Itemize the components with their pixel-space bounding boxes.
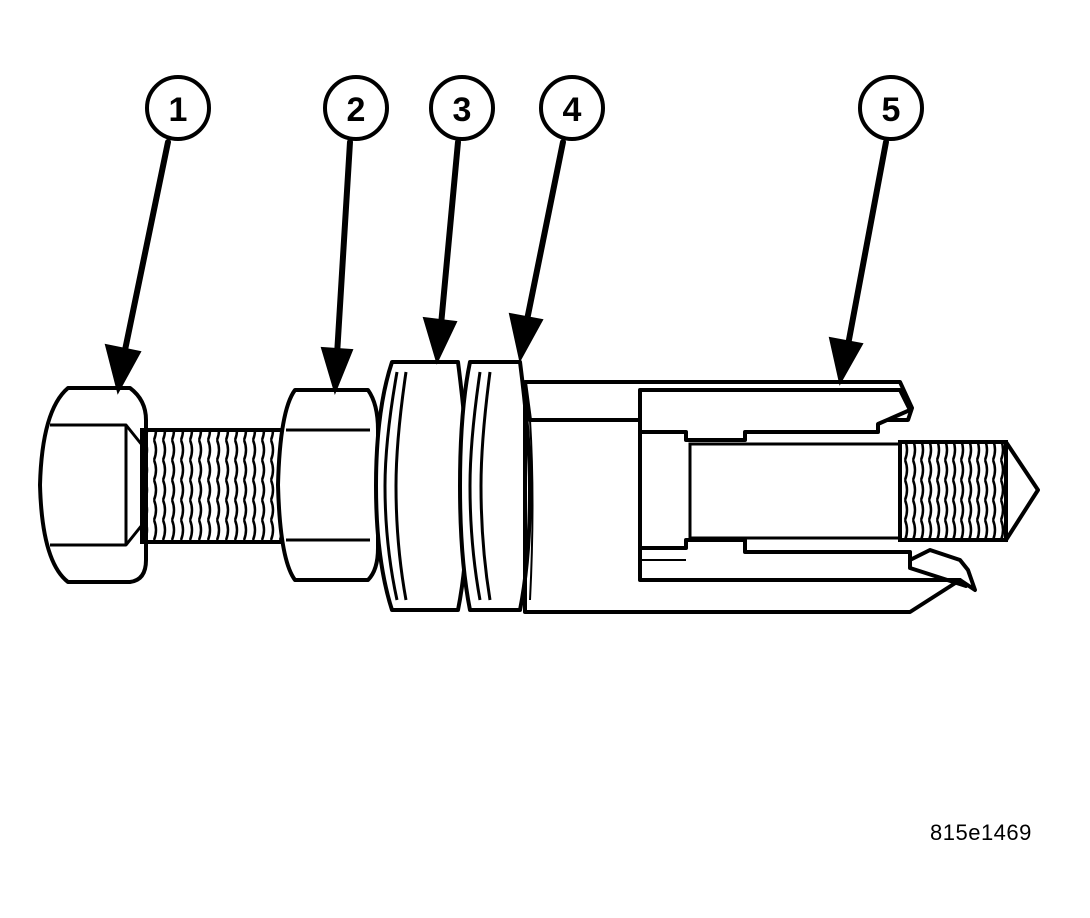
leader-arrow-2	[320, 139, 354, 396]
bolt-head	[38, 386, 148, 584]
figure-id: 815e1469	[930, 820, 1032, 845]
callouts: 1 2 3 4 5	[145, 75, 924, 141]
callout-3: 3	[429, 75, 495, 141]
nut	[276, 388, 380, 582]
leader-arrows	[104, 139, 889, 396]
callout-5: 5	[858, 75, 924, 141]
leader-arrow-3	[422, 139, 461, 365]
callout-4-label: 4	[563, 91, 582, 129]
leader-arrow-4	[508, 139, 566, 363]
leader-arrow-5	[828, 139, 889, 386]
callout-1-label: 1	[169, 91, 188, 129]
leader-arrow-1	[104, 139, 171, 395]
callout-3-label: 3	[453, 91, 472, 129]
spacer	[458, 360, 532, 612]
bearing	[374, 360, 470, 612]
callout-2-label: 2	[347, 91, 366, 129]
bolt-thread	[140, 428, 284, 544]
callout-2: 2	[323, 75, 389, 141]
callout-5-label: 5	[882, 91, 901, 129]
callout-4: 4	[539, 75, 605, 141]
callout-1: 1	[145, 75, 211, 141]
collet-body	[523, 380, 977, 614]
forcing-screw	[688, 440, 1040, 542]
